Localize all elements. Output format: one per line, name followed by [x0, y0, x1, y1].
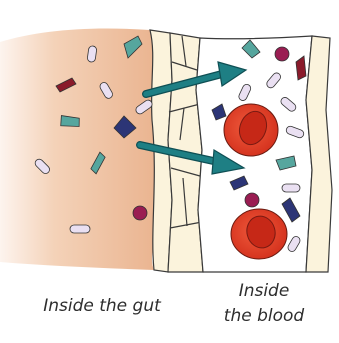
gut-label: Inside the gut: [22, 296, 182, 316]
red-blood-cell-icon: [224, 104, 278, 156]
blood-label-line2: the blood: [208, 304, 320, 329]
dot-particle-icon: [245, 193, 259, 207]
dot-particle-icon: [275, 47, 289, 61]
capsule-particle-icon: [70, 225, 90, 233]
blood-label-line1: Inside: [208, 279, 320, 304]
capsule-particle-icon: [282, 184, 300, 192]
red-blood-cell-icon: [231, 209, 287, 259]
gut-region: [0, 29, 156, 271]
dot-particle-icon: [133, 206, 147, 220]
blood-label: Inside the blood: [208, 279, 320, 329]
absorption-diagram: [0, 0, 339, 275]
